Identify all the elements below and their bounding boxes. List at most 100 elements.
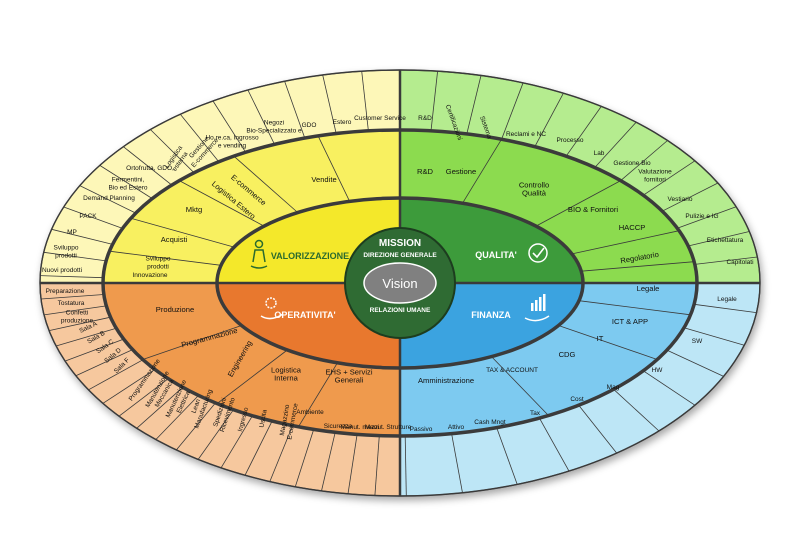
segment-label-y-m-1: Innovazione [132,272,167,279]
spoke-outer [244,420,273,476]
segment-label-g-o-9: Vestiario [668,196,693,203]
segment-label-b-o-8: Attivo [448,424,465,431]
spoke-outer [683,327,745,346]
spoke-outer [220,415,253,469]
segment-label-b-o-2: SW [692,338,703,345]
spoke-mid [558,325,658,360]
segment-label-b-m-6: Amministrazione [418,376,474,385]
spoke-outer [643,370,696,406]
segment-label-o-o-19: Manut. mezzi [341,424,380,431]
segment-label-y-m-3: Acquisti [161,235,188,244]
spoke-outer [150,129,195,174]
spoke-outer [64,338,124,362]
segment-label-g-m-5: HACCP [619,223,646,232]
segment-label-g-o-10: Pulizie e IG [685,213,718,220]
spoke-outer [430,71,438,131]
spoke-outer [79,185,136,214]
spoke-outer [643,160,696,196]
spoke-mid [462,138,502,204]
spoke-outer [136,387,184,429]
spoke-outer [322,74,337,134]
check-circle-icon [528,243,548,263]
gear-hand-icon [260,297,284,320]
spoke-outer [662,182,719,212]
spoke-outer [179,113,220,163]
spoke-mid [581,261,695,272]
segment-label-g-m-4: BIO & Fornitori [568,205,619,214]
vision-core [363,262,437,304]
segment-label-g-o-11: Etichettatura [707,237,744,244]
segment-label-o-o-20: Manut. Strutture [365,424,412,431]
spoke-mid [578,300,691,316]
spoke-outer [501,82,524,140]
spoke-outer [88,359,144,391]
segment-label-y-o-14: Customer Service [354,115,406,122]
spoke-outer [578,404,618,454]
spoke-outer [176,402,216,451]
spoke-outer [694,256,758,265]
spoke-mid [571,230,680,255]
segment-label-b-o-3: HW [652,367,664,374]
segment-label-o-o-1: Preparazione [46,288,85,295]
segment-label-y-o-13: Estero [333,119,352,126]
segment-label-g-o-6: Lab [594,150,605,157]
spoke-outer [40,275,104,279]
spoke-mid [109,250,222,266]
spoke-outer [688,231,750,247]
segment-label-b-o-4: Mag [607,384,620,391]
spoke-outer [451,433,463,493]
spoke-mid [142,325,242,360]
spoke-outer [155,395,199,440]
segment-label-y-m-7: Vendite [311,175,336,184]
spoke-outer [404,435,407,497]
spoke-outer [374,435,380,496]
spoke-mid [491,356,549,416]
segment-label-g-o-5: Processo [556,137,583,144]
segment-label-b-o-5: Cost [570,396,584,403]
quadrant-title-valorizzazione: VALORIZZAZIONE [271,251,349,261]
vision-label: Vision [382,276,417,291]
spoke-mid [130,217,235,248]
spoke-mid [233,155,298,213]
segment-label-b-o-1: Legale [717,296,737,303]
spoke-outer [466,75,482,134]
spoke-outer [666,349,724,377]
spoke-outer [43,251,107,262]
quadrant-operativita [39,283,400,497]
segment-label-o-o-17: Ambiente [296,409,324,416]
segment-label-o-o-2: Tostatura [58,300,85,307]
segment-label-b-m-5: TAX & ACCOUNT [486,367,538,374]
spoke-outer [294,429,315,487]
segment-label-g-m-1: R&D [417,167,434,176]
spoke-outer [51,228,113,245]
spoke-outer [43,305,107,316]
segment-label-y-m-4: Mktg [186,205,202,214]
spoke-mid [298,362,338,428]
quadrant-qualita [400,69,761,283]
spoke-outer [565,106,602,157]
segment-label-y-o-12: GDO [302,122,317,129]
segment-label-b-m-1: Legale [637,284,660,293]
spoke-outer [321,432,336,491]
spoke-outer [197,409,234,460]
spoke-outer [123,146,173,186]
spoke-outer [594,121,637,168]
segment-label-g-m-2: Gestione [446,167,476,176]
segment-label-b-m-3: IT [597,334,604,343]
spoke-outer [677,206,737,229]
segment-label-g-o-4: Reclami e NC [506,131,546,138]
direzione-generale-label: DIREZIONE GENERALE [363,252,437,259]
spoke-outer [247,89,275,145]
segment-label-y-o-4: PACK [79,213,97,220]
quadrant-title-finanza: FINANZA [471,310,511,320]
spoke-outer [40,294,104,300]
spoke-outer [99,165,153,199]
spoke-outer [613,389,660,432]
